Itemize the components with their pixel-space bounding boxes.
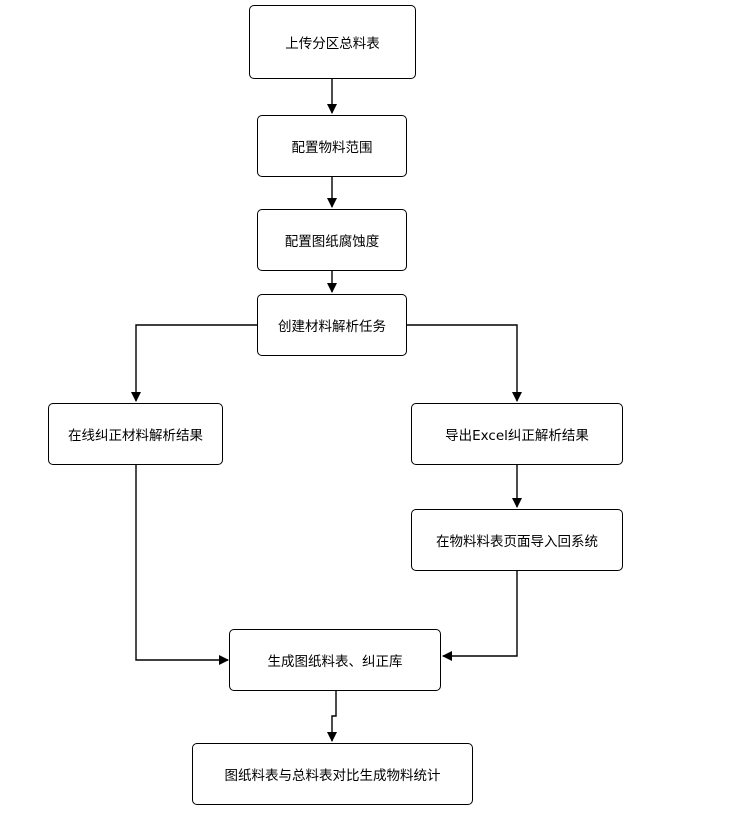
node-generate-drawing-list: 生成图纸料表、纠正库 xyxy=(229,629,441,691)
node-import-back-system: 在物料料表页面导入回系统 xyxy=(411,509,623,571)
node-compare-statistics: 图纸料表与总料表对比生成物料统计 xyxy=(192,743,473,805)
node-upload-master-list: 上传分区总料表 xyxy=(249,5,416,79)
edge-generate-to-compare xyxy=(327,691,337,742)
edge-task-to-online-fix xyxy=(131,324,258,402)
edge-task-to-export xyxy=(407,324,522,402)
node-online-correct-results: 在线纠正材料解析结果 xyxy=(48,403,223,465)
node-configure-material-range: 配置物料范围 xyxy=(257,115,407,177)
node-configure-drawing-corrosion: 配置图纸腐蚀度 xyxy=(257,209,407,271)
edge-online-fix-to-generate xyxy=(135,465,229,665)
edge-import-to-generate xyxy=(442,571,518,661)
node-create-parse-task: 创建材料解析任务 xyxy=(257,294,407,356)
node-export-excel-results: 导出Excel纠正解析结果 xyxy=(411,403,623,465)
